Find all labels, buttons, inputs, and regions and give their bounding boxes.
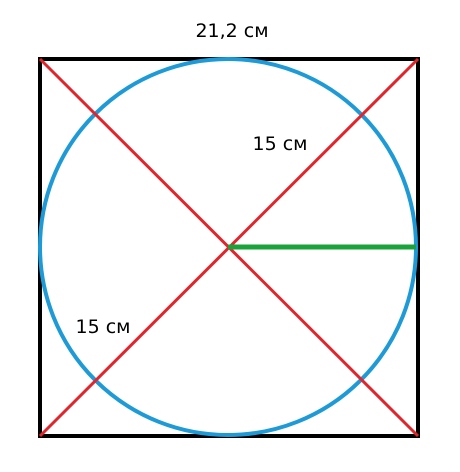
- upper-diagonal-length-label: 15 см: [253, 133, 308, 155]
- lower-diagonal-length-label: 15 см: [76, 316, 131, 338]
- top-side-length-label: 21,2 см: [195, 20, 268, 42]
